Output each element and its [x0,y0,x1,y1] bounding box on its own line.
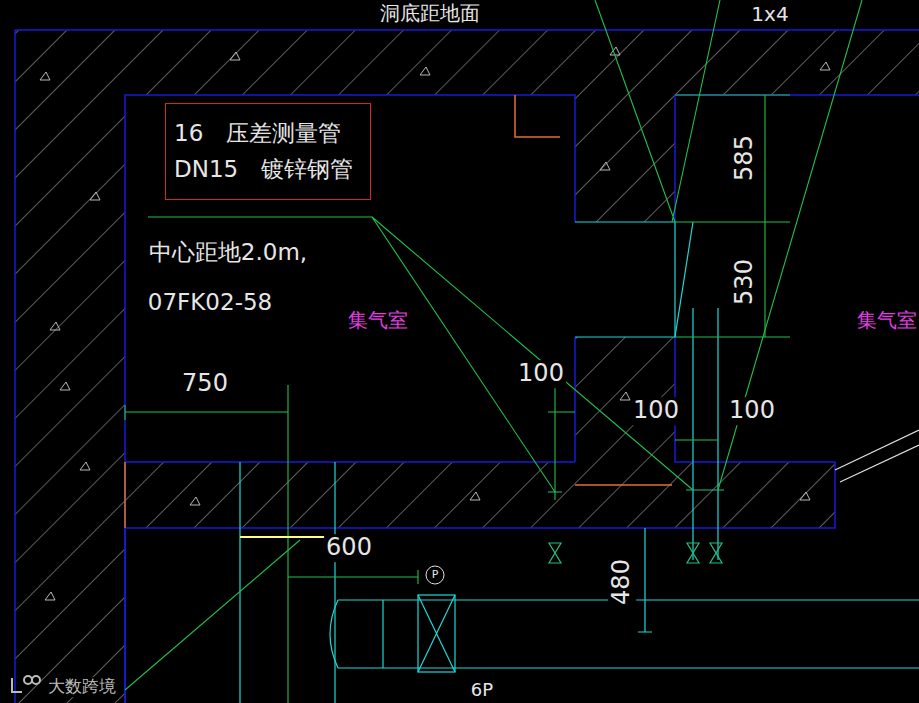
quantity-note: 1x4 [749,3,790,26]
yellow-line [240,536,335,538]
concrete-hatch [15,30,919,703]
dimension: 100 [727,397,777,425]
opening-frame [575,222,718,560]
room-name: 集气室 [346,309,410,332]
callout-circle [426,566,444,584]
valve-symbols [548,490,724,563]
aggregate-marks [40,47,830,600]
dimension: 100 [516,360,566,388]
watermark-logo [12,676,40,692]
duct [240,462,919,703]
dimension: 480 [608,557,636,607]
dimension: 600 [324,534,374,562]
spec-box: 16 压差测量管 DN15 镀锌钢管 [165,103,371,200]
white-lines [835,430,919,482]
dimension: 530 [731,257,759,307]
room-name: 集气室 [855,309,919,332]
spec-note: 中心距地2.0m, [147,239,309,265]
callout-number: 6P [469,680,495,701]
leader-lines [125,0,862,703]
spec-text: DN15 镀锌钢管 [174,156,358,182]
top-note: 洞底距地面 [378,2,482,25]
dimension: 750 [180,370,230,398]
watermark: 大数跨境 [46,677,118,697]
dimension: 100 [631,397,681,425]
wall-outline [15,30,919,703]
dimension: 585 [731,133,759,183]
callout-letter: P [430,569,441,582]
orange-marks [125,95,672,528]
atlas-ref: 07FK02-58 [146,289,274,315]
spec-text: 16 压差测量管 [174,120,358,146]
